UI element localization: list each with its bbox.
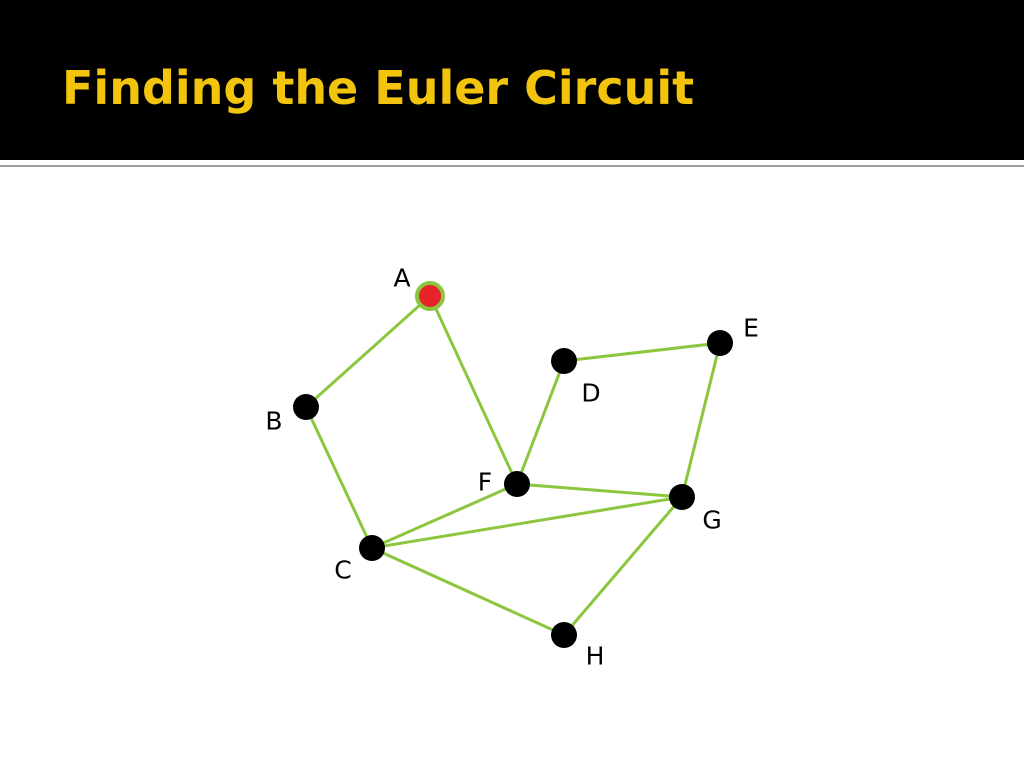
node-e [707,330,733,356]
edge-a-b [304,294,432,409]
edge-d-f [515,359,566,486]
node-a-start [415,281,445,311]
edge-g-h [562,495,684,637]
edge-a-f [428,294,519,486]
edge-c-f [370,482,519,550]
node-label-d: D [581,379,600,408]
node-label-a: A [393,264,410,293]
edge-d-e [562,341,722,363]
node-g [669,484,695,510]
title-bar: Finding the Euler Circuit [0,0,1024,160]
slide-title: Finding the Euler Circuit [62,61,695,115]
labels-layer: A B C D E F G H [265,264,758,671]
edge-c-h [370,546,566,637]
title-divider-line [0,165,1024,167]
edge-b-c [304,405,374,550]
nodes-layer [293,281,733,648]
node-c [359,535,385,561]
node-label-h: H [586,642,605,671]
edges-layer [304,294,722,637]
node-b [293,394,319,420]
node-f [504,471,530,497]
edge-f-g [515,482,684,499]
node-label-f: F [478,468,492,497]
node-label-g: G [702,506,721,535]
title-divider [0,160,1024,164]
node-d [551,348,577,374]
node-label-e: E [743,314,759,343]
node-label-c: C [334,556,351,585]
node-h [551,622,577,648]
node-label-b: B [265,407,282,436]
edge-e-g [680,341,722,499]
edge-c-g [370,495,684,550]
